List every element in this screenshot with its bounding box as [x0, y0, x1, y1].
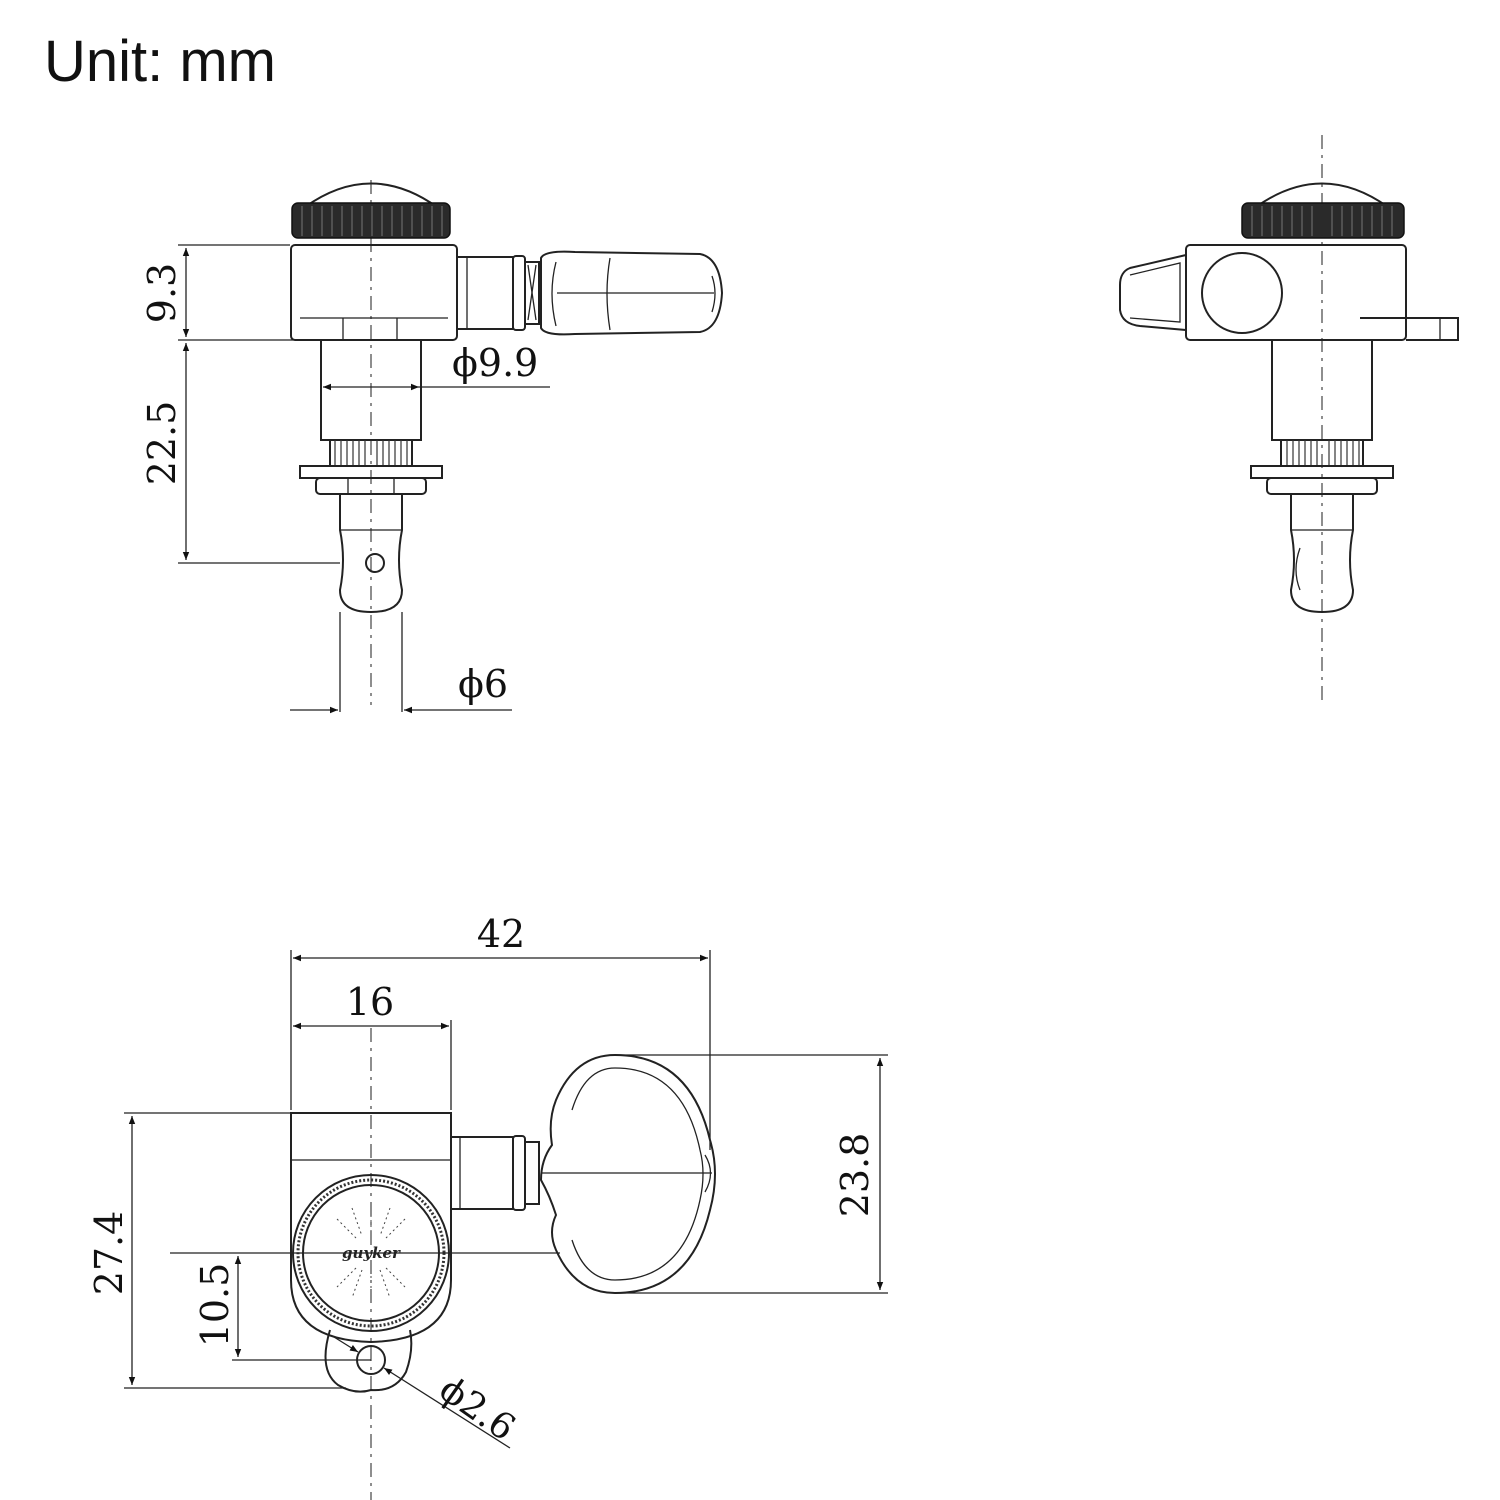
front-mounting-tab: [1360, 317, 1459, 341]
dim-post-length: 22.5: [140, 401, 184, 486]
dim-overall-length: 42: [477, 912, 525, 956]
front-string-post: [1289, 494, 1355, 614]
dim-bushing-diameter: ϕ9.9: [452, 341, 538, 385]
front-dome-cap: [1255, 182, 1389, 208]
front-button-stub: [1119, 253, 1187, 332]
dim-screw-hole: ϕ2.6: [432, 1369, 523, 1450]
top-view: guyker 42 16 27.4 10.5: [87, 912, 888, 1500]
side-string-hole: [365, 553, 385, 573]
dim-button-height: 23.8: [833, 1133, 877, 1218]
dim-overall-width: 27.4: [87, 1211, 131, 1296]
dim-post-diameter: ϕ6: [458, 662, 508, 706]
front-nut: [1266, 477, 1378, 495]
dim-collar-height: 9.3: [140, 263, 184, 323]
side-knurled-knob: [291, 202, 451, 239]
side-dome-cap: [304, 182, 438, 208]
top-housing: [290, 1112, 452, 1344]
side-tuning-button: [540, 250, 724, 336]
side-string-post: [338, 494, 404, 614]
top-mounting-ear: [324, 1329, 413, 1393]
side-housing: [290, 244, 458, 341]
top-tuning-button: [539, 1053, 716, 1295]
dim-housing-width: 16: [346, 980, 394, 1024]
front-knurled-knob: [1241, 202, 1405, 239]
side-nut: [315, 477, 427, 495]
front-worm-gear: [1201, 252, 1283, 334]
side-worm-shaft: [456, 256, 514, 330]
side-view: 9.3 22.5 ϕ9.9 ϕ6: [140, 180, 724, 714]
front-view: [1119, 135, 1459, 700]
unit-label: Unit: mm: [44, 29, 276, 94]
dim-screw-offset: 10.5: [193, 1263, 237, 1348]
